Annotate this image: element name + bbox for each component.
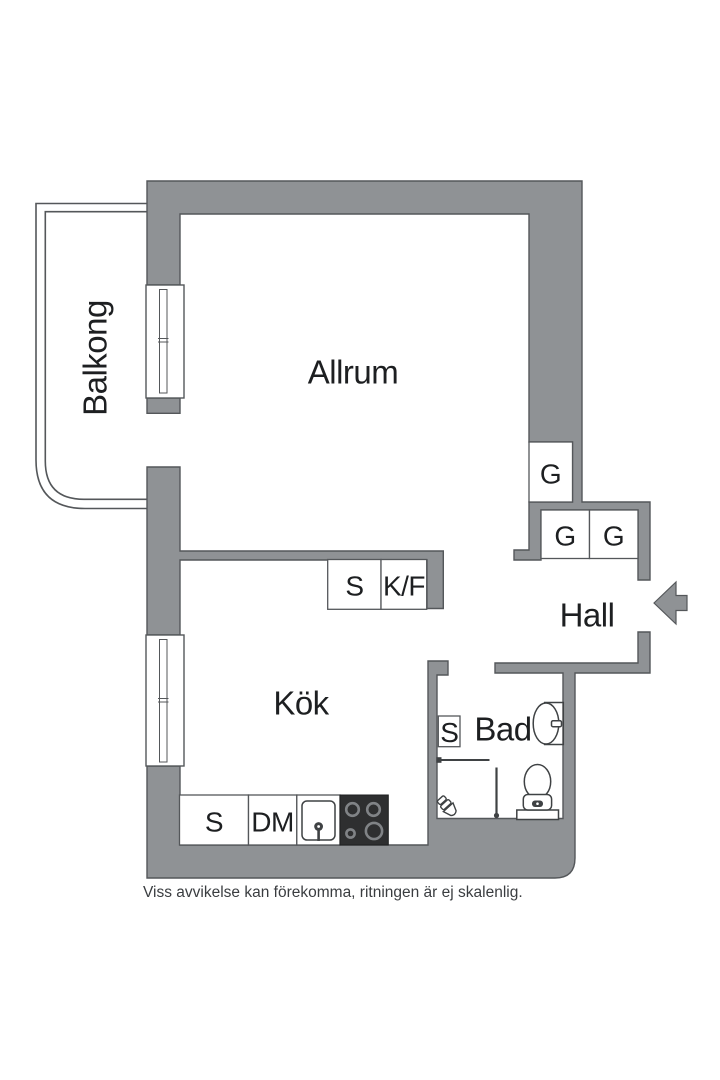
window-icon [145,634,185,767]
washbasin-icon [532,701,565,746]
fridge-freezer-box [380,558,428,610]
living-room-label: Allrum [308,354,399,391]
bathroom-label: Bad [474,711,531,748]
wall-lower-and-bathroom [146,631,651,879]
disclaimer-text: Viss avvikelse kan förekomma, ritningen … [143,884,523,901]
toilet-icon [516,763,560,821]
walls [146,180,651,879]
window-living-room [145,284,185,399]
kitchen-label: Kök [273,685,329,722]
wardrobe-left-label: G [554,521,575,552]
wardrobe-top-label: G [540,459,561,490]
window-icon [145,284,185,399]
wardrobe-right-box [588,509,639,560]
shower-mixer-icon [436,795,457,817]
dishwasher-label: DM [251,807,294,838]
stove-icon [339,794,389,846]
shower-screen-icon [493,767,500,819]
entry-arrow-icon [653,580,688,626]
base-cabinet-label: S [205,807,223,838]
tall-cabinet-label: S [345,571,363,602]
wardrobe-top-box [528,441,574,503]
fridge-freezer-label: K/F [383,571,425,602]
wall-left-pier [146,397,181,415]
base-cabinet-box [178,794,250,846]
wardrobe-left-box [540,509,591,560]
bath-cabinet-label: S [440,717,458,748]
balcony-label: Balkong [77,300,114,416]
bath-cabinet-box [437,715,461,748]
wall-main-upper [146,180,651,581]
towel-rail-icon [436,757,490,763]
hall-label: Hall [560,597,615,634]
sink-icon [301,800,336,841]
balcony-railing [35,202,147,510]
wardrobe-right-label: G [603,521,624,552]
window-kitchen [145,634,185,767]
